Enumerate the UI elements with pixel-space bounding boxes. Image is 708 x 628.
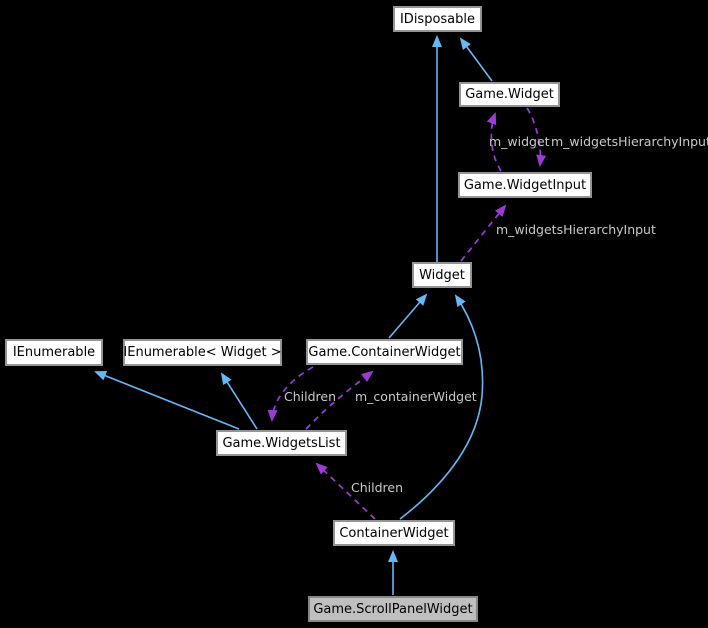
edge-label-m-widgetshierarchyinput-mid: m_widgetsHierarchyInput: [496, 222, 656, 237]
edge-gamewidgetslist-to-ienumerablewidget: [220, 372, 258, 430]
edge-containerwidget-to-widget: [399, 294, 484, 520]
edge-label-m-widget: m_widget: [489, 134, 550, 149]
node-game-scrollpanelwidget[interactable]: Game.ScrollPanelWidget: [308, 596, 478, 622]
edge-gamewidgetinput-to-gamewidget-mwidget: [486, 112, 502, 172]
edge-gamecontainerwidget-to-gamewidgetslist-children: [267, 366, 314, 422]
edge-containerwidget-to-gamewidgetslist-children: [315, 462, 376, 520]
edge-label-children-upper: Children: [284, 389, 337, 404]
node-idisposable[interactable]: IDisposable: [393, 6, 482, 32]
node-ienumerable[interactable]: IEnumerable: [5, 339, 103, 366]
edge-label-m-widgetshierarchyinput-top: m_widgetsHierarchyInput: [551, 134, 708, 149]
node-game-widget[interactable]: Game.Widget: [459, 82, 560, 107]
edge-gamewidget-to-idisposable: [459, 37, 493, 82]
node-game-widgetinput[interactable]: Game.WidgetInput: [458, 172, 592, 198]
node-game-containerwidget[interactable]: Game.ContainerWidget: [306, 339, 463, 365]
node-containerwidget[interactable]: ContainerWidget: [333, 520, 455, 546]
edge-gamewidgetslist-to-gamecontainerwidget-mcontainerwidget: [305, 370, 374, 430]
node-widget[interactable]: Widget: [412, 262, 472, 288]
edge-label-m-containerwidget: m_containerWidget: [355, 389, 477, 404]
edge-gamewidgetslist-to-ienumerable: [94, 371, 240, 430]
edge-gamewidget-to-gamewidgetinput-hierarchyinput: [526, 107, 547, 167]
edge-widget-to-gamewidgetinput-hierarchyinput: [460, 204, 507, 262]
node-ienumerable-widget[interactable]: IEnumerable< Widget >: [123, 339, 282, 366]
edge-gamecontainerwidget-to-widget: [388, 293, 428, 339]
edge-label-children-lower: Children: [351, 480, 404, 495]
node-game-widgetslist[interactable]: Game.WidgetsList: [216, 430, 347, 456]
